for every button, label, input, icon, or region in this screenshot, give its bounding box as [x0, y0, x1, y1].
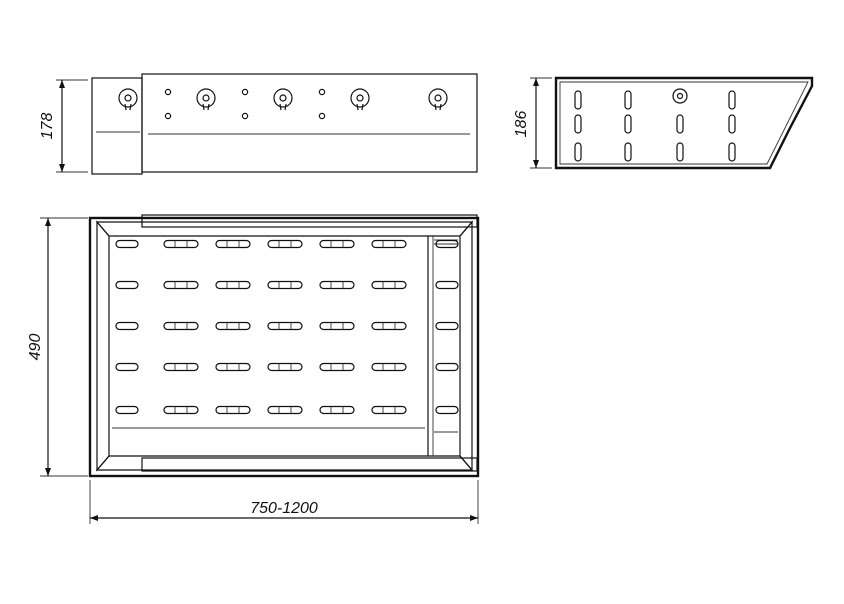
- keyhole-hook-icon: [196, 88, 216, 111]
- slot: [371, 280, 407, 290]
- slot: [435, 321, 459, 331]
- slot: [115, 405, 139, 415]
- small-hole: [164, 88, 172, 96]
- front-small-holes: [164, 88, 326, 120]
- slot: [319, 362, 355, 372]
- side-slot: [574, 114, 582, 134]
- slot: [319, 239, 355, 249]
- slot: [115, 239, 139, 249]
- top-outer-frame: [88, 216, 480, 478]
- keyhole-hook-icon: [428, 88, 448, 111]
- slot: [215, 321, 251, 331]
- side-slot: [728, 142, 736, 162]
- mounting-hook-icons: [118, 88, 448, 111]
- slot: [115, 362, 139, 372]
- dimension-750-1200: 750-1200: [89, 480, 479, 524]
- side-slot: [574, 90, 582, 110]
- slot: [319, 405, 355, 415]
- slot: [163, 362, 199, 372]
- slot: [163, 239, 199, 249]
- side-slots: [574, 90, 736, 162]
- keyhole-hook-icon: [350, 88, 370, 111]
- keyhole-hook-icon: [118, 88, 138, 111]
- side-slot: [624, 90, 632, 110]
- side-slot: [676, 114, 684, 134]
- slot: [267, 280, 303, 290]
- dimension-label-490: 490: [27, 334, 44, 361]
- slot: [435, 405, 459, 415]
- side-view: 186: [513, 76, 814, 170]
- dimension-186: 186: [513, 77, 552, 169]
- small-hole: [241, 88, 249, 96]
- side-hook-icon: [672, 88, 688, 104]
- small-hole: [241, 112, 249, 120]
- slot: [163, 405, 199, 415]
- keyhole-hook-icon: [273, 88, 293, 111]
- side-slot: [624, 142, 632, 162]
- top-slot-grid: [115, 239, 459, 415]
- slot: [215, 362, 251, 372]
- slot: [371, 362, 407, 372]
- side-profile: [554, 76, 814, 170]
- slot: [267, 405, 303, 415]
- side-slot: [728, 114, 736, 134]
- slot: [215, 239, 251, 249]
- front-view: 178: [39, 73, 478, 175]
- dimension-label-178: 178: [39, 113, 56, 140]
- slot: [163, 280, 199, 290]
- slot: [371, 405, 407, 415]
- slot: [435, 362, 459, 372]
- slot: [115, 280, 139, 290]
- dimension-490: 490: [27, 217, 88, 477]
- side-slot: [574, 142, 582, 162]
- small-hole: [164, 112, 172, 120]
- slot: [267, 239, 303, 249]
- side-slot: [728, 90, 736, 110]
- dimension-178: 178: [39, 79, 88, 173]
- slot: [371, 321, 407, 331]
- slot: [267, 321, 303, 331]
- slot: [371, 239, 407, 249]
- front-rail: [141, 73, 478, 173]
- slot: [215, 405, 251, 415]
- dimension-label-186: 186: [513, 111, 530, 138]
- slot: [215, 280, 251, 290]
- small-hole: [318, 112, 326, 120]
- slot: [115, 321, 139, 331]
- top-view: 490 750-1200: [27, 214, 480, 524]
- slot: [435, 280, 459, 290]
- dimension-label-750-1200: 750-1200: [250, 500, 318, 517]
- side-slot: [676, 142, 684, 162]
- small-hole: [318, 88, 326, 96]
- side-slot: [624, 114, 632, 134]
- slot: [267, 362, 303, 372]
- slot: [163, 321, 199, 331]
- slot: [435, 239, 459, 249]
- slot: [319, 321, 355, 331]
- slot: [319, 280, 355, 290]
